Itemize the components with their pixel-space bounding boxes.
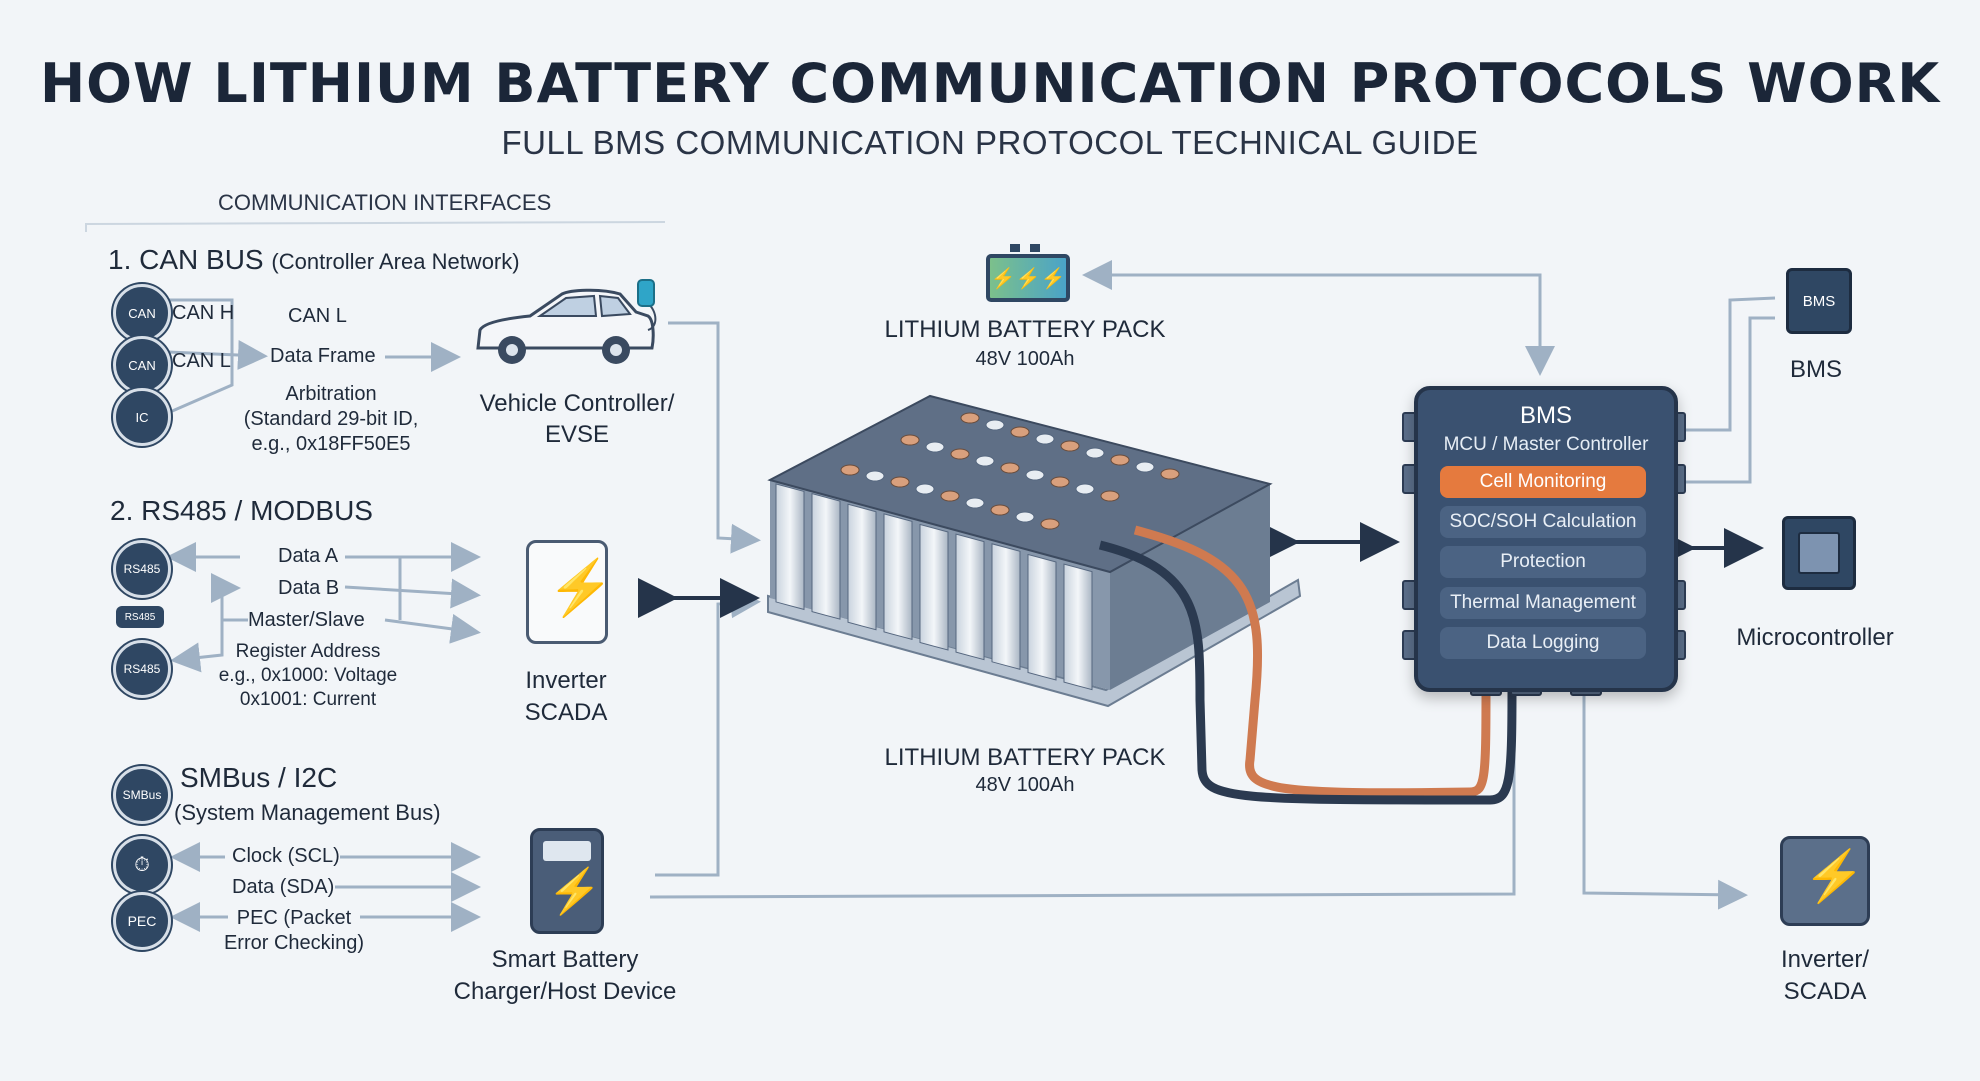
lightning-icon: ⚡ [1803,848,1866,904]
bms-function-protection: Protection [1440,546,1646,578]
can-l-label: CAN L [172,350,231,372]
chip-core [1798,532,1840,574]
arbitration-line-3: e.g., 0x18FF50E5 [251,433,411,455]
smbus-heading-sub: (System Management Bus) [174,800,441,825]
battery-cells [775,483,1093,691]
data-a-label: Data A [278,545,339,567]
inverter-scada-device-icon: ⚡ [1780,836,1870,926]
register-note: Register Address e.g., 0x1000: Voltage 0… [200,640,416,712]
lightning-icon: ⚡ [547,867,602,916]
smart-charger-icon: ⚡ [530,828,604,934]
bms-panel-subtitle: MCU / Master Controller [1443,434,1649,455]
register-line-1: Register Address [235,641,381,662]
can-heading-text: 1. CAN BUS [108,244,264,275]
battery-terminal [1010,244,1020,252]
can-l-label-2: CAN L [288,305,347,327]
smbus-icon: SMBus [113,766,171,824]
charger-screen [543,841,591,861]
data-b-label: Data B [278,577,340,599]
pack-top-spec: 48V 100Ah [975,348,1075,370]
rs485-icon: RS485 [113,540,171,598]
pec-line-1: PEC (Packet [236,907,352,929]
bms-chip-icon: BMS [1786,268,1852,334]
section-label: COMMUNICATION INTERFACES [218,190,552,215]
bms-function-thermal: Thermal Management [1440,587,1646,619]
bms-controller-panel: BMS MCU / Master Controller Cell Monitor… [1414,386,1678,692]
bms-function-soc-soh: SOC/SOH Calculation [1440,506,1646,538]
can-heading-sub: (Controller Area Network) [271,249,520,274]
rs485-icon: RS485 [113,640,171,698]
arbitration-line-1: Arbitration [285,383,377,405]
bms-function-data-logging: Data Logging [1440,627,1646,659]
register-line-3: 0x1001: Current [239,689,377,710]
can-icon: CAN [113,284,171,342]
pack-bottom-label: LITHIUM BATTERY PACK [884,744,1166,771]
microcontroller-label: Microcontroller [1736,624,1894,651]
battery-terminal [1030,244,1040,252]
can-heading: 1. CAN BUS (Controller Area Network) [108,244,520,276]
bms-panel-title: BMS [1519,402,1572,429]
smart-charger-line-1: Smart Battery [491,946,639,973]
vehicle-line-2: EVSE [544,421,610,448]
inverter-line-1: Inverter [525,667,607,694]
smbus-heading: SMBus / I2C [180,762,338,793]
clock-label: Clock (SCL) [232,845,340,867]
page-title: HOW LITHIUM BATTERY COMMUNICATION PROTOC… [39,52,1941,115]
arbitration-line-2: (Standard 29-bit ID, [243,408,419,430]
lightning-icon: ⚡ [547,558,615,618]
smart-charger-label: Smart Battery Charger/Host Device [430,944,700,1008]
data-sda-label: Data (SDA) [232,876,335,898]
pec-line-2: Error Checking) [223,932,365,954]
pack-top-label: LITHIUM BATTERY PACK [884,316,1166,343]
battery-icon: ⚡⚡⚡ [986,254,1070,302]
inverter-line-2: SCADA [524,699,608,726]
pack-bottom-spec: 48V 100Ah [975,774,1075,796]
bms-chip-label: BMS [1789,356,1842,383]
microcontroller-icon [1782,516,1856,590]
bms-function-cell-monitoring: Cell Monitoring [1440,466,1646,498]
inverter-right-line-1: Inverter/ [1780,946,1870,973]
register-line-2: e.g., 0x1000: Voltage [218,665,398,686]
page-subtitle: FULL BMS COMMUNICATION PROTOCOL TECHNICA… [501,124,1479,161]
can-icon: CAN [113,336,171,394]
vehicle-line-1: Vehicle Controller/ [479,390,675,417]
inverter-scada-label: Inverter SCADA [476,665,656,729]
inverter-scada-right-label: Inverter/ SCADA [1740,944,1910,1008]
car-icon [476,279,657,364]
inverter-right-line-2: SCADA [1783,978,1867,1005]
rs485-heading: 2. RS485 / MODBUS [110,495,373,526]
inverter-device-icon: ⚡ [526,540,614,644]
chip-icon: IC [113,388,171,446]
data-frame-label: Data Frame [270,345,376,367]
clock-icon: ⏱ [113,836,171,894]
connector-icon: RS485 [116,606,164,628]
vehicle-controller-label: Vehicle Controller/ EVSE [452,388,702,450]
can-h-label: CAN H [172,302,235,324]
arbitration-note: Arbitration (Standard 29-bit ID, e.g., 0… [236,382,426,457]
pec-icon: PEC [113,892,171,950]
smart-charger-line-2: Charger/Host Device [453,978,677,1005]
pec-note: PEC (Packet Error Checking) [214,906,374,956]
master-slave-label: Master/Slave [248,609,365,631]
